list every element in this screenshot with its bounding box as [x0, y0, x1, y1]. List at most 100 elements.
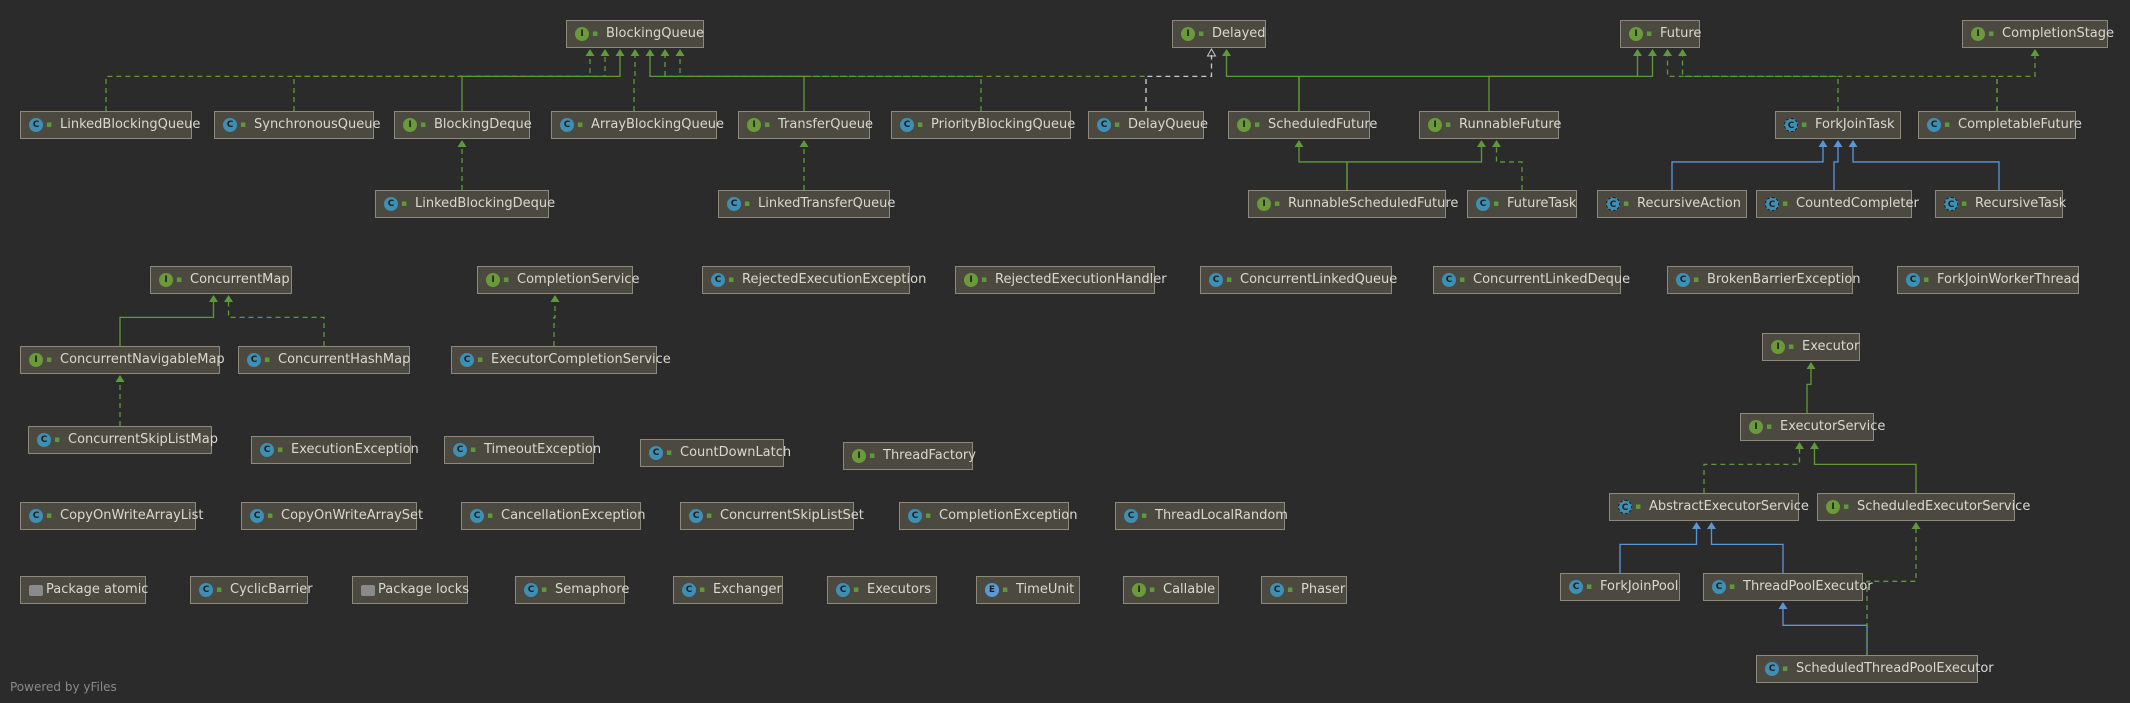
node-recursive-action[interactable]: C▪RecursiveAction — [1597, 190, 1747, 218]
node-linked-transfer-queue[interactable]: C▪LinkedTransferQueue — [718, 190, 895, 218]
node-label: CompletionStage — [2002, 26, 2115, 41]
node-scheduled-thread-pool-executor[interactable]: C▪ScheduledThreadPoolExecutor — [1756, 655, 1994, 683]
node-package-locks[interactable]: Package locks — [352, 576, 469, 604]
node-recursive-task[interactable]: C▪RecursiveTask — [1935, 190, 2066, 218]
public-visibility-icon: ▪ — [1782, 664, 1789, 674]
public-visibility-icon: ▪ — [1287, 585, 1294, 595]
node-scheduled-executor-service[interactable]: I▪ScheduledExecutorService — [1817, 493, 2030, 521]
node-completion-stage[interactable]: I▪CompletionStage — [1962, 20, 2114, 48]
node-concurrent-skip-list-set[interactable]: C▪ConcurrentSkipListSet — [680, 502, 864, 530]
node-abstract-executor-service[interactable]: C▪AbstractExecutorService — [1609, 493, 1809, 521]
node-label: ConcurrentLinkedDeque — [1473, 272, 1631, 287]
node-executor-service[interactable]: I▪ExecutorService — [1740, 413, 1885, 441]
node-completion-service[interactable]: I▪CompletionService — [477, 266, 640, 294]
node-copy-on-write-array-list[interactable]: C▪CopyOnWriteArrayList — [20, 502, 204, 530]
node-counted-completer[interactable]: C▪CountedCompleter — [1756, 190, 1919, 218]
node-label: ConcurrentSkipListMap — [68, 432, 218, 447]
node-linked-blocking-queue[interactable]: C▪LinkedBlockingQueue — [20, 111, 200, 139]
node-rejected-execution-exception[interactable]: C▪RejectedExecutionException — [702, 266, 926, 294]
node-blocking-queue[interactable]: I▪BlockingQueue — [566, 20, 704, 48]
arrowhead — [115, 375, 125, 382]
node-synchronous-queue[interactable]: C▪SynchronousQueue — [214, 111, 381, 139]
node-label: ExecutionException — [291, 442, 419, 457]
node-fork-join-task[interactable]: C▪ForkJoinTask — [1775, 111, 1901, 139]
edge-extends-class — [1710, 528, 1784, 573]
node-executor-completion-service[interactable]: C▪ExecutorCompletionService — [451, 346, 671, 374]
public-visibility-icon: ▪ — [176, 275, 183, 285]
class-icon: C — [453, 443, 467, 457]
node-executor[interactable]: I▪Executor — [1762, 333, 1860, 361]
interface-icon: I — [1771, 340, 1785, 354]
node-phaser[interactable]: C▪Phaser — [1261, 576, 1347, 604]
node-label: ThreadLocalRandom — [1155, 508, 1288, 523]
node-execution-exception[interactable]: C▪ExecutionException — [251, 436, 419, 464]
node-semaphore[interactable]: C▪Semaphore — [515, 576, 629, 604]
node-label: TimeoutException — [484, 442, 602, 457]
node-label: BrokenBarrierException — [1707, 272, 1861, 287]
node-label: RunnableFuture — [1459, 117, 1562, 132]
arrowhead — [1778, 602, 1788, 609]
node-runnable-future[interactable]: I▪RunnableFuture — [1419, 111, 1562, 139]
edge-implements — [1866, 528, 1917, 655]
node-blocking-deque[interactable]: I▪BlockingDeque — [394, 111, 532, 139]
node-cyclic-barrier[interactable]: C▪CyclicBarrier — [190, 576, 313, 604]
edge-extends-class — [1671, 146, 1824, 190]
public-visibility-icon: ▪ — [46, 511, 53, 521]
arrowhead — [1206, 47, 1217, 57]
node-completable-future[interactable]: C▪CompletableFuture — [1918, 111, 2082, 139]
edge-implements — [633, 55, 636, 111]
public-visibility-icon: ▪ — [1923, 275, 1930, 285]
public-visibility-icon: ▪ — [1843, 502, 1850, 512]
public-visibility-icon: ▪ — [1988, 29, 1995, 39]
node-completion-exception[interactable]: C▪CompletionException — [899, 502, 1077, 530]
arrowhead — [457, 140, 467, 147]
edge-extends-interface — [1225, 55, 1300, 111]
node-label: ForkJoinPool — [1600, 579, 1679, 594]
node-transfer-queue[interactable]: I▪TransferQueue — [738, 111, 873, 139]
node-concurrent-hash-map[interactable]: C▪ConcurrentHashMap — [238, 346, 410, 374]
node-timeout-exception[interactable]: C▪TimeoutException — [444, 436, 601, 464]
edge-implements — [293, 55, 606, 111]
node-cancellation-exception[interactable]: C▪CancellationException — [461, 502, 646, 530]
node-thread-pool-executor[interactable]: C▪ThreadPoolExecutor — [1703, 573, 1873, 601]
node-package-atomic[interactable]: Package atomic — [20, 576, 148, 604]
node-thread-local-random[interactable]: C▪ThreadLocalRandom — [1115, 502, 1288, 530]
node-concurrent-navigable-map[interactable]: I▪ConcurrentNavigableMap — [20, 346, 225, 374]
node-concurrent-map[interactable]: I▪ConcurrentMap — [150, 266, 292, 294]
node-delayed[interactable]: I▪Delayed — [1172, 20, 1266, 48]
node-copy-on-write-array-set[interactable]: C▪CopyOnWriteArraySet — [241, 502, 423, 530]
node-array-blocking-queue[interactable]: C▪ArrayBlockingQueue — [551, 111, 724, 139]
node-thread-factory[interactable]: I▪ThreadFactory — [843, 442, 976, 470]
node-delay-queue[interactable]: C▪DelayQueue — [1088, 111, 1208, 139]
node-exchanger[interactable]: C▪Exchanger — [673, 576, 783, 604]
node-label: CopyOnWriteArraySet — [281, 508, 424, 523]
interface-icon: I — [1826, 500, 1840, 514]
node-future[interactable]: I▪Future — [1620, 20, 1701, 48]
node-broken-barrier-exception[interactable]: C▪BrokenBarrierException — [1667, 266, 1861, 294]
arrowhead — [1818, 140, 1828, 147]
public-visibility-icon: ▪ — [1274, 199, 1281, 209]
node-time-unit[interactable]: E▪TimeUnit — [976, 576, 1080, 604]
node-concurrent-linked-queue[interactable]: C▪ConcurrentLinkedQueue — [1200, 266, 1397, 294]
arrowhead — [600, 49, 610, 56]
public-visibility-icon: ▪ — [1961, 199, 1968, 209]
class-icon: C — [689, 509, 703, 523]
node-executors[interactable]: C▪Executors — [827, 576, 937, 604]
node-count-down-latch[interactable]: C▪CountDownLatch — [640, 439, 791, 467]
interface-icon: I — [575, 27, 589, 41]
node-rejected-execution-handler[interactable]: I▪RejectedExecutionHandler — [955, 266, 1167, 294]
node-concurrent-linked-deque[interactable]: C▪ConcurrentLinkedDeque — [1433, 266, 1630, 294]
public-visibility-icon: ▪ — [1635, 502, 1642, 512]
node-scheduled-future[interactable]: I▪ScheduledFuture — [1228, 111, 1377, 139]
arrowhead — [630, 49, 640, 56]
node-concurrent-skip-list-map[interactable]: C▪ConcurrentSkipListMap — [28, 426, 218, 454]
node-future-task[interactable]: C▪FutureTask — [1467, 190, 1577, 218]
node-priority-blocking-queue[interactable]: C▪PriorityBlockingQueue — [891, 111, 1075, 139]
node-runnable-scheduled-future[interactable]: I▪RunnableScheduledFuture — [1248, 190, 1458, 218]
class-icon: C — [247, 353, 261, 367]
abstract-class-icon: C — [1765, 197, 1779, 211]
node-fork-join-worker-thread[interactable]: C▪ForkJoinWorkerThread — [1897, 266, 2080, 294]
node-callable[interactable]: I▪Callable — [1123, 576, 1219, 604]
node-fork-join-pool[interactable]: C▪ForkJoinPool — [1560, 573, 1680, 601]
node-linked-blocking-deque[interactable]: C▪LinkedBlockingDeque — [375, 190, 555, 218]
